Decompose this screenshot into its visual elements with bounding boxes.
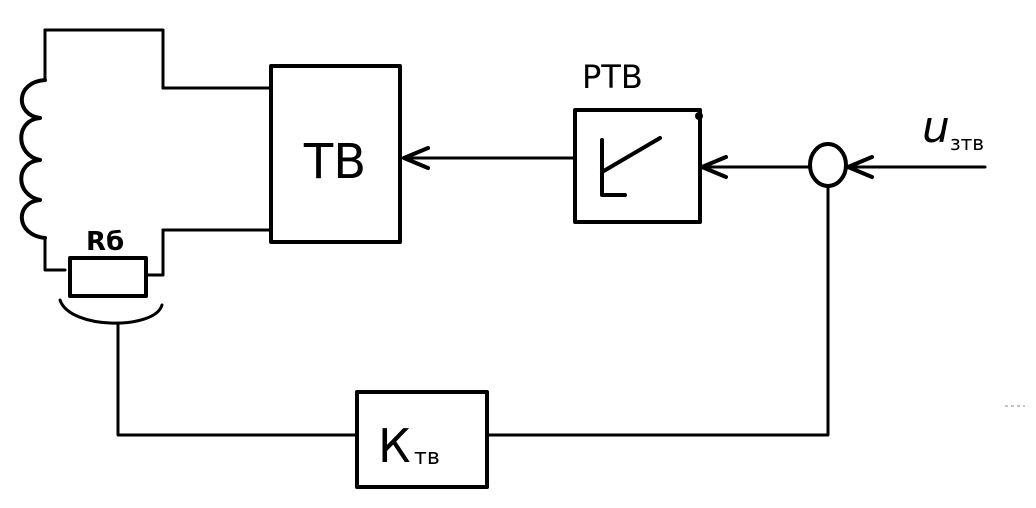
summing-junction [808,142,848,188]
resistor-label: Rб [86,227,124,257]
input-label-sub: зтв [950,131,984,155]
feedback-wire-right [486,184,830,437]
ktv-block: К тв [355,390,489,489]
tv-block-label: ТВ [303,134,366,190]
tv-block: ТВ [269,64,402,244]
rtv-block: РТВ [573,58,703,224]
ktv-label-sub: тв [414,445,440,470]
input-label-main: u [922,102,950,153]
shunt-resistor: Rб [58,227,165,325]
arrow-sum-to-rtv [700,155,812,179]
rtv-label: РТВ [582,58,643,96]
ktv-label-main: К [378,419,411,473]
feedback-wire-left [116,323,359,437]
input-arrow [846,155,987,179]
arrow-rtv-to-tv [402,146,576,170]
input-label: u зтв [922,102,984,155]
field-winding [19,28,165,272]
